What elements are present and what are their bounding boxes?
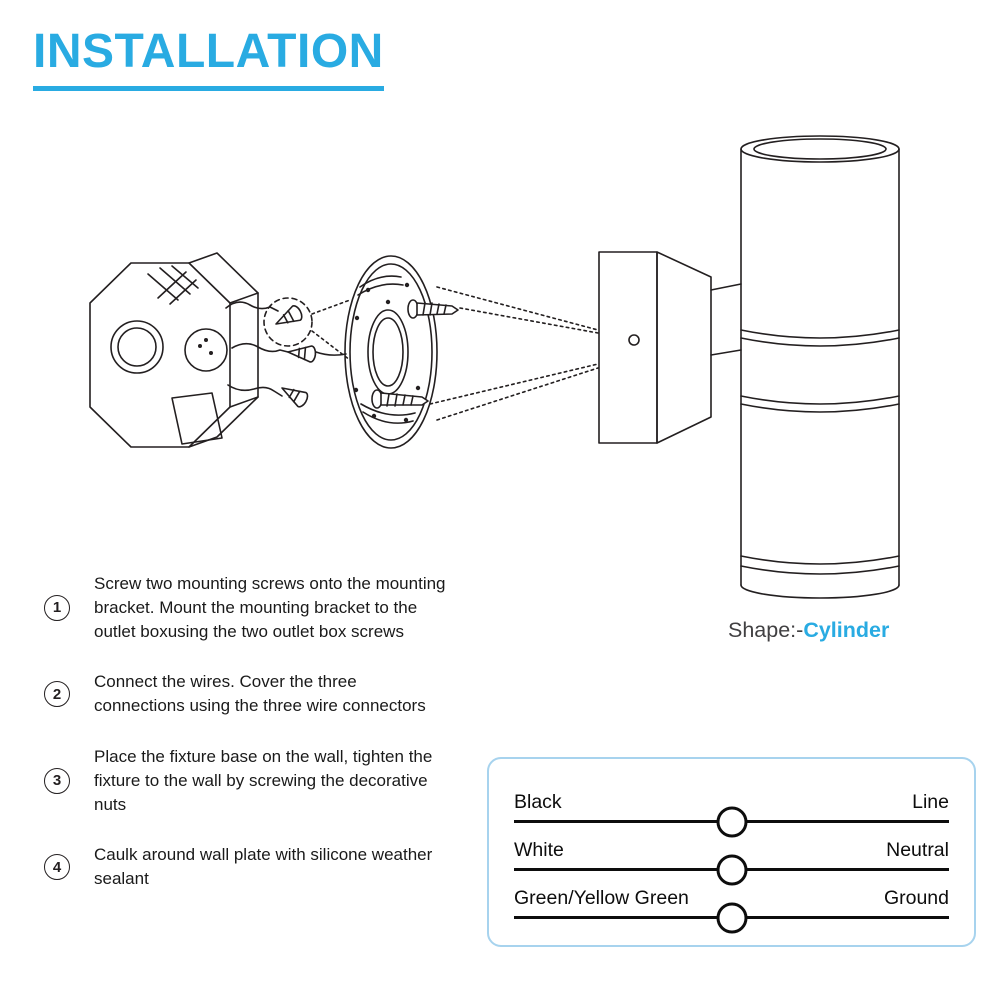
step-3-text: Place the fixture base on the wall, tigh… [94,746,433,814]
step-3: 3 Place the fixture base on the wall, ti… [44,745,474,816]
step-2-text: Connect the wires. Cover the three conne… [94,672,426,716]
step-2-number: 2 [44,681,70,708]
step-4-text: Caulk around wall plate with silicone we… [94,845,433,889]
wire-row-ground: Green/Yellow Green Ground [514,885,949,933]
wire-row-neutral: White Neutral [514,837,949,885]
instruction-steps: 1 Screw two mounting screws onto the mou… [44,572,474,891]
mounting-screw-bottom [371,389,429,409]
mounting-screw-top [407,299,459,319]
wire-color-label: White [514,839,564,861]
wire-row-line: Black Line [514,789,949,837]
wire-connector-icon [716,806,747,837]
outlet-box-drawing [89,252,259,448]
cylinder-fixture-drawing [740,135,900,599]
step-1-number: 1 [44,594,70,621]
alignment-dotted-lines [311,286,599,421]
installation-diagram [89,135,900,599]
mounting-bracket-drawing [344,255,438,449]
wire-function-label: Ground [883,887,949,909]
wire-line-graphic [514,902,949,933]
shape-label-prefix: Shape:- [728,618,804,642]
wire-line-graphic [514,806,949,837]
wire-function-label: Line [912,791,949,813]
wire-connectors-drawing [263,297,317,410]
wires-drawing [225,301,347,397]
wire-color-label: Black [514,791,562,813]
wires-in-box [147,265,199,305]
step-4-number: 4 [44,854,70,881]
shape-label-value: Cylinder [803,618,890,642]
shape-label: Shape:-Cylinder [728,618,889,643]
outlet-box-dots [198,338,213,355]
page-title: INSTALLATION [33,24,384,91]
connector-callout-circle [263,297,313,347]
step-3-number: 3 [44,767,70,794]
wire-color-label: Green/Yellow Green [514,887,689,909]
step-1: 1 Screw two mounting screws onto the mou… [44,572,474,643]
wire-line-graphic [514,854,949,885]
wiring-table: Black Line White Neutral Green/Yellow Gr… [487,757,976,947]
wire-connector-icon [716,854,747,885]
step-2: 2 Connect the wires. Cover the three con… [44,670,474,718]
wire-connector-icon [716,902,747,933]
step-1-text: Screw two mounting screws onto the mount… [94,574,446,641]
step-4: 4 Caulk around wall plate with silicone … [44,843,474,891]
wire-function-label: Neutral [886,839,949,861]
wall-plate-drawing [598,251,742,444]
